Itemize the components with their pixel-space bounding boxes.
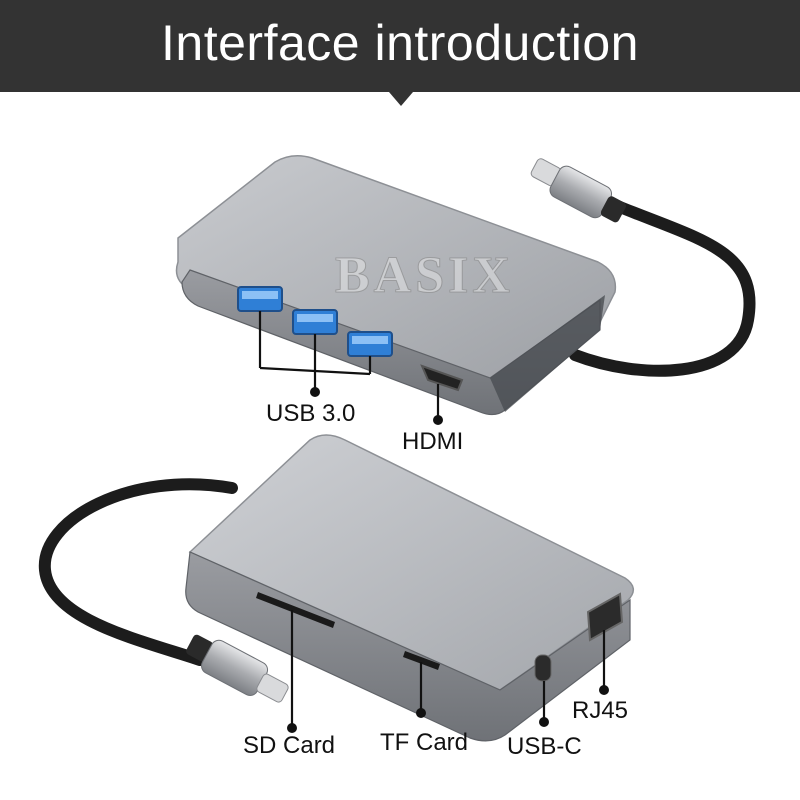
hub-top-view	[175, 155, 756, 425]
usbc-port	[534, 654, 552, 682]
banner-title: Interface introduction	[161, 15, 639, 71]
bottom-cable	[38, 478, 238, 666]
label-usb-c: USB-C	[507, 733, 582, 760]
label-tf-card: TF Card	[380, 729, 469, 756]
label-rj45: RJ45	[572, 697, 629, 724]
title-banner: Interface introduction	[0, 0, 800, 92]
hub-bottom-view	[38, 434, 634, 742]
label-usb3: USB 3.0	[266, 400, 356, 427]
brand-watermark: BASIX	[335, 247, 514, 305]
label-hdmi: HDMI	[402, 428, 464, 455]
usb3-port-1	[237, 286, 283, 312]
usb3-port-2	[292, 309, 338, 335]
usb3-callout-lines	[258, 311, 372, 392]
top-usbc-plug	[530, 158, 627, 223]
top-cable	[569, 199, 756, 377]
banner-pointer-arrow	[389, 92, 413, 106]
hdmi-port	[420, 364, 464, 392]
rj45-port	[586, 592, 624, 642]
label-sd-card: SD Card	[243, 732, 336, 759]
usb3-port-3	[347, 331, 393, 357]
bottom-usbc-plug	[186, 634, 289, 703]
tf-card-slot	[403, 651, 440, 670]
sd-card-slot	[256, 592, 335, 628]
